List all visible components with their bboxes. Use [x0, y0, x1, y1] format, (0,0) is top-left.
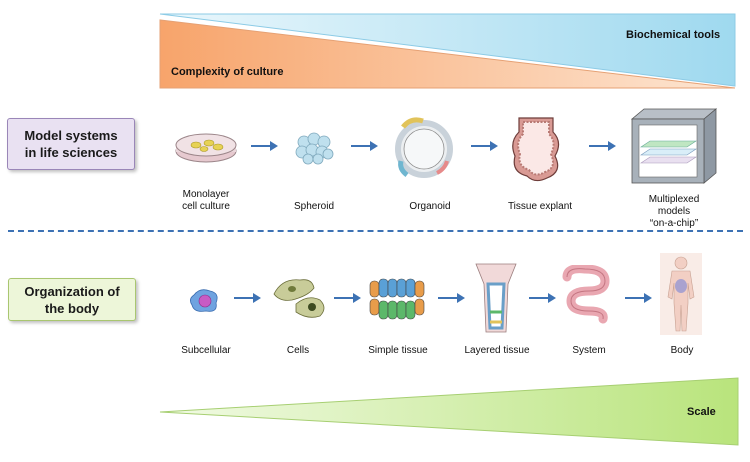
model-label-tissue-explant: Tissue explant: [507, 201, 573, 212]
petri-dish-icon: [175, 133, 237, 163]
biochemical-tools-label: Biochemical tools: [626, 29, 721, 41]
arrow-right-icon: [471, 141, 498, 151]
arrow-right-icon: [351, 141, 378, 151]
arrow-right-icon: [334, 293, 361, 303]
organoid-icon: [395, 117, 453, 178]
organ-on-chip-icon: [630, 108, 718, 184]
organization-box: Organization of the body: [8, 278, 136, 321]
arrow-right-icon: [529, 293, 556, 303]
arrow-right-icon: [438, 293, 465, 303]
human-body-icon: [660, 253, 702, 335]
arrow-right-icon: [251, 141, 278, 151]
arrow-right-icon: [589, 141, 616, 151]
organization-label: Organization of the body: [24, 283, 120, 316]
model-label-spheroid: Spheroid: [293, 201, 335, 212]
org-label-simple-tissue: Simple tissue: [368, 345, 428, 356]
model-label-organoid: Organoid: [409, 201, 451, 212]
intestine-icon: [562, 265, 610, 324]
cells-icon: [273, 279, 325, 318]
arrow-right-icon: [234, 293, 261, 303]
model-systems-box: Model systems in life sciences: [7, 118, 135, 170]
scale-wedge: [159, 377, 739, 446]
org-label-subcellular: Subcellular: [181, 345, 231, 356]
section-divider: [8, 230, 743, 232]
spheroid-icon: [295, 132, 334, 165]
org-label-body: Body: [670, 345, 694, 356]
arrow-right-icon: [625, 293, 652, 303]
complexity-of-culture-label: Complexity of culture: [171, 66, 284, 78]
layered-tissue-icon: [475, 263, 517, 333]
model-systems-label: Model systems in life sciences: [24, 128, 118, 160]
biochemical-tools-wedge: [159, 13, 736, 87]
complexity-wedge: [159, 19, 736, 89]
model-label-on-a-chip: Multiplexed models “on-a-chip”: [648, 194, 700, 229]
simple-tissue-icon: [369, 278, 425, 320]
org-label-system: System: [572, 345, 606, 356]
org-label-layered-tissue: Layered tissue: [464, 345, 530, 356]
subcellular-icon: [190, 289, 218, 312]
tissue-explant-icon: [512, 117, 560, 182]
model-label-monolayer: Monolayer cell culture: [182, 189, 230, 212]
org-label-cells: Cells: [286, 345, 310, 356]
scale-label: Scale: [687, 406, 716, 418]
